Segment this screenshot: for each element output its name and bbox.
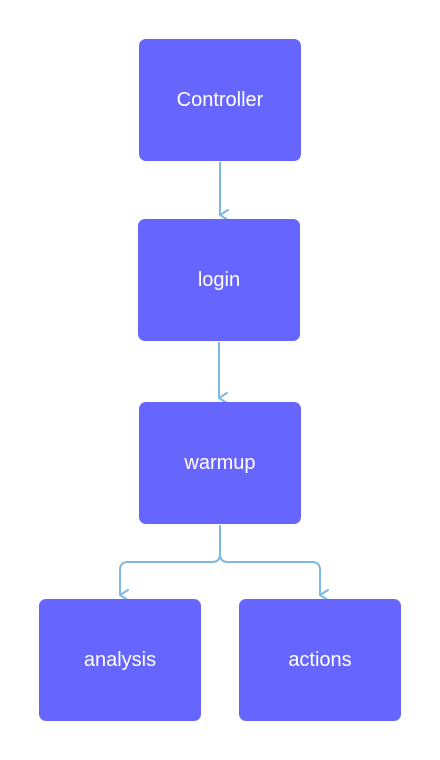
- node-label: analysis: [83, 648, 157, 671]
- node-controller: Controller: [139, 39, 301, 161]
- node-label: warmup: [184, 451, 256, 474]
- node-label: login: [197, 268, 241, 291]
- node-label: Controller: [176, 88, 264, 111]
- node-login: login: [138, 219, 300, 341]
- edge-warmup-analysis: [119, 525, 221, 601]
- node-actions: actions: [239, 599, 401, 721]
- edge-warmup-actions: [219, 553, 329, 601]
- node-label: actions: [288, 648, 352, 671]
- node-warmup: warmup: [139, 402, 301, 524]
- node-analysis: analysis: [39, 599, 201, 721]
